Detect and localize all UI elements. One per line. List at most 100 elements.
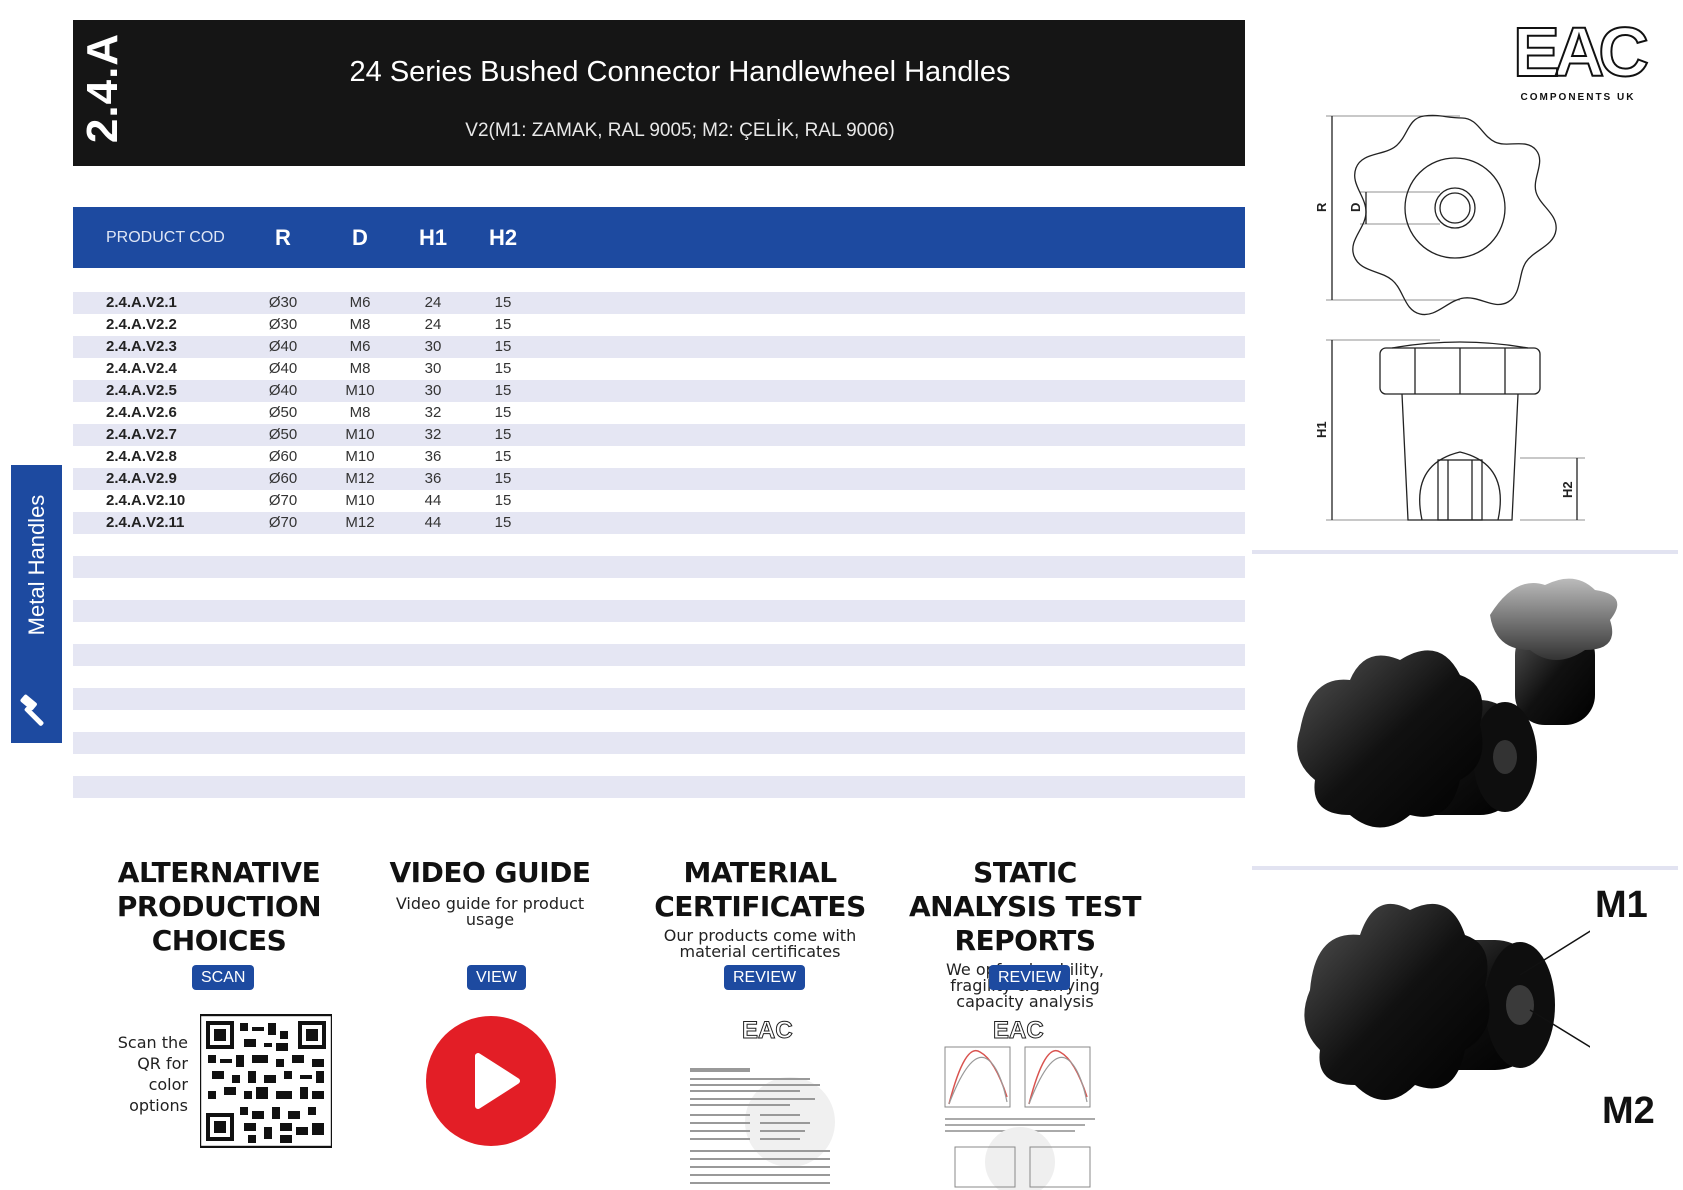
cell-d: M6 xyxy=(349,338,371,355)
dim-h2-label: H2 xyxy=(1560,481,1575,498)
cell-h2: 15 xyxy=(494,382,512,399)
column-header-code: PRODUCT COD xyxy=(106,229,225,246)
cell-h2: 15 xyxy=(494,316,512,333)
scan-instructions: Scan the QR for color options xyxy=(117,1033,188,1115)
cell-h1: 32 xyxy=(424,426,442,443)
empty-row xyxy=(73,732,1245,754)
cell-h1: 36 xyxy=(424,470,442,487)
cell-h2: 15 xyxy=(494,426,512,443)
page-title: 24 Series Bushed Connector Handlewheel H… xyxy=(349,56,1011,88)
cell-d: M10 xyxy=(345,426,375,443)
cell-h1: 30 xyxy=(424,382,442,399)
cell-h2: 15 xyxy=(494,514,512,531)
table-row: 2.4.A.V2.10 Ø70 M10 44 15 xyxy=(73,490,1245,512)
material-block: MATERIAL CERTIFICATES Our products come … xyxy=(650,856,870,960)
dim-h1-label: H1 xyxy=(1314,421,1329,438)
cell-r: Ø30 xyxy=(268,294,298,311)
cell-h1: 24 xyxy=(424,316,442,333)
cell-d: M12 xyxy=(345,470,375,487)
cell-d: M8 xyxy=(349,360,371,377)
m2-label: M2 xyxy=(1602,1090,1655,1132)
certificate-document-icon: EAC xyxy=(690,1017,835,1184)
empty-row xyxy=(73,600,1245,622)
cell-r: Ø60 xyxy=(268,470,298,487)
cell-code: 2.4.A.V2.8 xyxy=(106,448,177,465)
static-review-button[interactable]: REVIEW xyxy=(989,965,1071,990)
hammer-icon xyxy=(20,694,44,726)
cell-code: 2.4.A.V2.2 xyxy=(106,316,177,333)
cell-code: 2.4.A.V2.1 xyxy=(106,294,177,311)
video-section: VIDEO GUIDE Video guide for product usag… xyxy=(380,856,600,928)
dim-r-label: R xyxy=(1314,202,1329,212)
video-title: VIDEO GUIDE xyxy=(389,856,591,889)
svg-text:EAC: EAC xyxy=(993,1017,1044,1044)
cell-h2: 15 xyxy=(494,492,512,509)
table-header: PRODUCT COD R D H1 H2 xyxy=(73,207,1245,268)
cell-h1: 44 xyxy=(424,514,442,531)
column-header-d: D xyxy=(352,225,368,250)
cell-r: Ø30 xyxy=(268,316,298,333)
right-divider-2 xyxy=(1252,866,1678,870)
page-subtitle: V2(M1: ZAMAK, RAL 9005; M2: ÇELİK, RAL 9… xyxy=(465,120,895,141)
cell-r: Ø40 xyxy=(268,338,298,355)
svg-text:EAC: EAC xyxy=(742,1017,793,1044)
cell-code: 2.4.A.V2.3 xyxy=(106,338,177,355)
cell-h2: 15 xyxy=(494,470,512,487)
cell-d: M8 xyxy=(349,316,371,333)
scan-button[interactable]: SCAN xyxy=(192,965,255,990)
technical-drawing: R D H1 H2 xyxy=(1314,114,1585,521)
cell-h1: 36 xyxy=(424,448,442,465)
m1-label: M1 xyxy=(1595,884,1648,926)
right-divider-1 xyxy=(1252,550,1678,554)
table-row: 2.4.A.V2.3 Ø40 M6 30 15 xyxy=(73,336,1245,358)
product-photo xyxy=(1297,578,1618,828)
empty-row xyxy=(73,644,1245,666)
cell-d: M12 xyxy=(345,514,375,531)
cell-h2: 15 xyxy=(494,404,512,421)
cell-d: M10 xyxy=(345,448,375,465)
cell-r: Ø40 xyxy=(268,382,298,399)
column-header-h2: H2 xyxy=(488,225,518,250)
cell-h1: 30 xyxy=(424,360,442,377)
cell-h1: 44 xyxy=(424,492,442,509)
side-tab-label: Metal Handles xyxy=(23,494,49,636)
empty-row xyxy=(73,556,1245,578)
cell-r: Ø50 xyxy=(268,404,298,421)
cell-r: Ø60 xyxy=(268,448,298,465)
cell-d: M8 xyxy=(349,404,371,421)
test-report-document-icon: EAC xyxy=(944,1017,1095,1190)
material-review-button[interactable]: REVIEW xyxy=(724,965,806,990)
cell-h1: 32 xyxy=(424,404,442,421)
cell-code: 2.4.A.V2.4 xyxy=(106,360,177,377)
empty-row xyxy=(73,688,1245,710)
play-icon[interactable] xyxy=(426,1016,556,1146)
cell-r: Ø70 xyxy=(268,514,298,531)
cell-h1: 30 xyxy=(424,338,442,355)
cell-r: Ø50 xyxy=(268,426,298,443)
view-button[interactable]: VIEW xyxy=(467,965,526,990)
cell-code: 2.4.A.V2.10 xyxy=(106,492,186,509)
video-description: Video guide for product usage xyxy=(395,894,585,929)
cell-code: 2.4.A.V2.11 xyxy=(106,514,185,531)
empty-row xyxy=(73,776,1245,798)
header-banner xyxy=(73,20,1245,166)
cell-h2: 15 xyxy=(494,338,512,355)
table-row: 2.4.A.V2.2 Ø30 M8 24 15 xyxy=(73,314,1245,336)
cell-d: M10 xyxy=(345,492,375,509)
column-header-r: R xyxy=(275,225,291,250)
material-description: Our products come with material certific… xyxy=(663,926,857,961)
section-code: 2.4.A xyxy=(78,32,127,144)
static-title: STATIC ANALYSIS TEST REPORTS xyxy=(908,856,1142,957)
eac-logo: EAC COMPONENTS UK xyxy=(1512,13,1650,103)
cell-d: M10 xyxy=(345,382,375,399)
side-tab xyxy=(11,465,62,743)
cell-d: M6 xyxy=(349,294,371,311)
cell-r: Ø70 xyxy=(268,492,298,509)
alternative-title: ALTERNATIVE PRODUCTION CHOICES xyxy=(116,856,322,957)
